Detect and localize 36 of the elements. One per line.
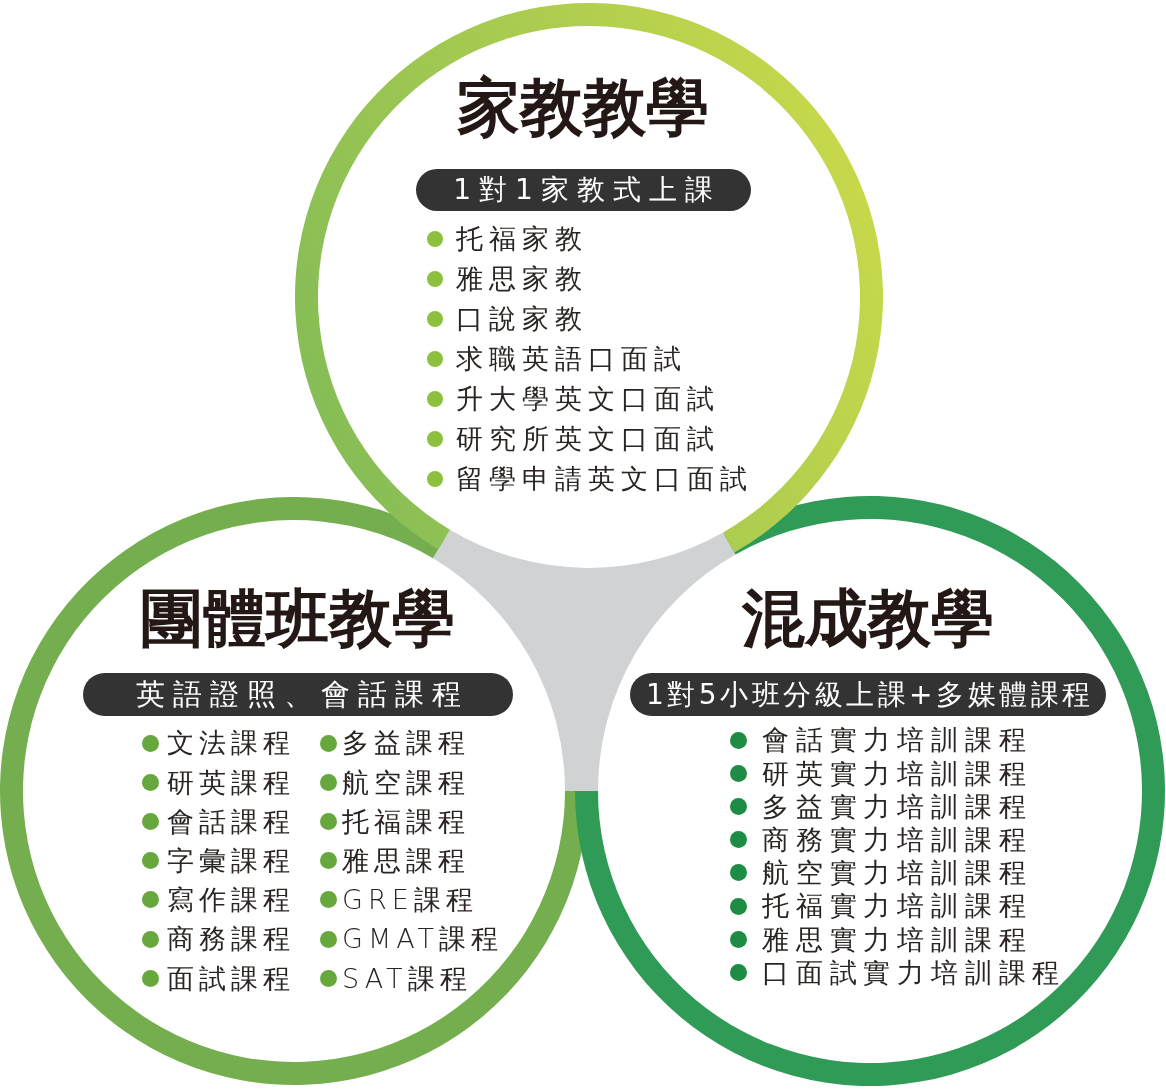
- list-item: 雅思實力培訓課程: [762, 922, 1033, 957]
- list-item: GMAT課程: [342, 922, 504, 957]
- list-item: 留學申請英文口面試: [456, 462, 753, 497]
- title: 混成教學: [742, 587, 994, 650]
- list-item: 字彙課程: [167, 844, 295, 879]
- label-pill: 1對1家教式上課: [415, 169, 751, 211]
- list-item: 口面試實力培訓課程: [762, 955, 1067, 990]
- list-item: 文法課程: [167, 726, 295, 761]
- title: 團體班教學: [139, 587, 455, 650]
- list-item: 求職英語口面試: [456, 342, 687, 377]
- list-item: 商務課程: [167, 922, 295, 957]
- title: 家教教學: [457, 76, 709, 139]
- list-item: 托福家教: [456, 222, 588, 257]
- list-item: 會話課程: [167, 804, 295, 839]
- list-item: 多益實力培訓課程: [762, 789, 1033, 824]
- open-ring: [575, 496, 1165, 1086]
- list-item: GRE課程: [342, 883, 478, 918]
- list-item: 研英課程: [167, 765, 295, 800]
- list-item: 托福實力培訓課程: [762, 889, 1033, 924]
- list-item: 商務實力培訓課程: [762, 823, 1033, 858]
- list-item: 航空課程: [342, 765, 470, 800]
- list-item: 雅思課程: [342, 844, 470, 879]
- label-pill: 1對5小班分級上課+多媒體課程: [630, 673, 1106, 716]
- list-item: 口說家教: [456, 302, 588, 337]
- list-item: 面試課程: [167, 961, 295, 996]
- list-item: 航空實力培訓課程: [762, 856, 1033, 891]
- list-item: 研究所英文口面試: [456, 422, 720, 457]
- list-item: 托福課程: [342, 804, 470, 839]
- list-item: 升大學英文口面試: [456, 382, 720, 417]
- list-item: 會話實力培訓課程: [762, 723, 1033, 758]
- list-item: 多益課程: [342, 726, 470, 761]
- list-item: 研英實力培訓課程: [762, 756, 1033, 791]
- label-pill: 英語證照、會話課程: [83, 673, 513, 716]
- list-item: 寫作課程: [167, 883, 295, 918]
- list-item: 雅思家教: [456, 262, 588, 297]
- list-item: SAT課程: [342, 961, 472, 996]
